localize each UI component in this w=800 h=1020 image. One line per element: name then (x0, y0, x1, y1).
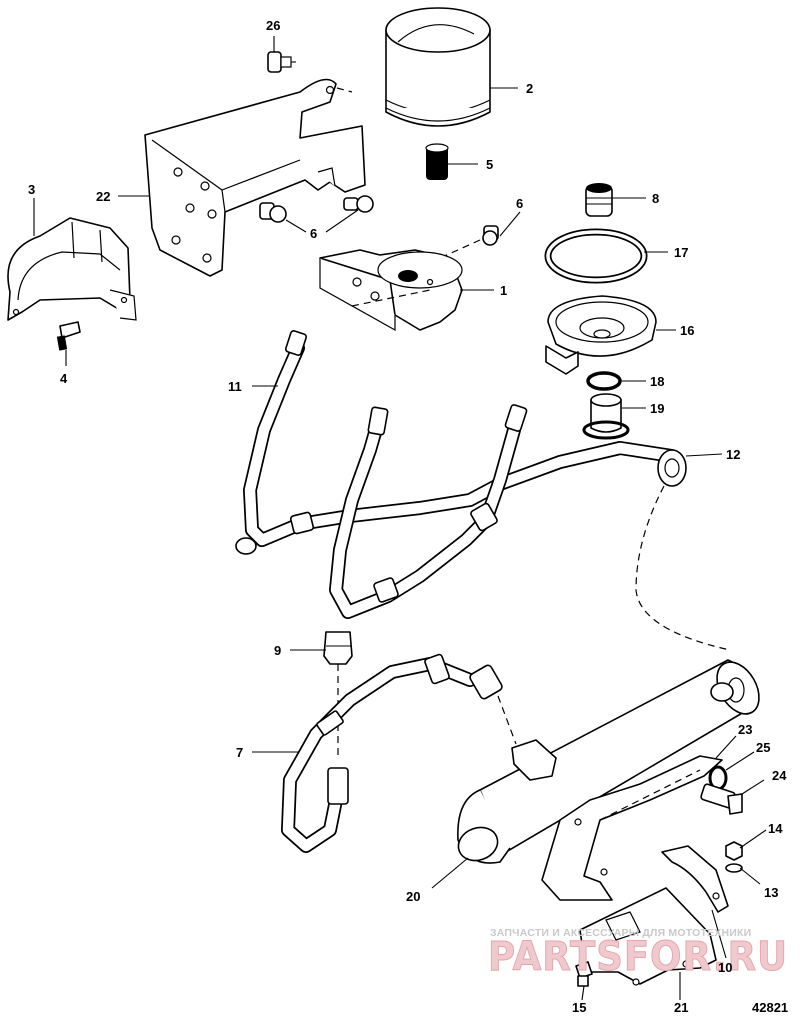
part-21-clamp-bottom (579, 887, 717, 986)
watermark: ЗАПЧАСТИ И АКСЕССУАРЫ ДЛЯ МОТОТЕХНИКИ PA… (488, 927, 788, 981)
part-23-bracket (541, 755, 723, 901)
callout-23: 23 (738, 722, 752, 737)
part-9-fitting (323, 631, 353, 665)
leader-lines (33, 36, 767, 1001)
callout-22: 22 (96, 189, 110, 204)
callout-19: 19 (650, 401, 664, 416)
callout-8: 8 (652, 191, 659, 206)
callout-6-left: 6 (310, 226, 317, 241)
part-3-clamp (7, 217, 137, 321)
watermark-brand: PARTSFOR.RU (488, 934, 788, 980)
figure-id: 42821 (752, 1000, 788, 1015)
part-4-screw (56, 321, 81, 351)
watermark-tagline: ЗАПЧАСТИ И АКСЕССУАРЫ ДЛЯ МОТОТЕХНИКИ (490, 927, 751, 939)
part-5-nipple (425, 143, 449, 180)
callout-6-right: 6 (516, 196, 523, 211)
callout-4: 4 (60, 371, 68, 386)
part-2-filter (385, 7, 491, 127)
callout-3: 3 (28, 182, 35, 197)
part-17-seal (544, 228, 648, 284)
callout-25: 25 (756, 740, 770, 755)
callout-13: 13 (764, 885, 778, 900)
part-22-bracket (144, 78, 366, 277)
callout-12: 12 (726, 447, 740, 462)
part-26-bolt (267, 51, 296, 73)
part-16-housing (545, 295, 657, 375)
part-19-fitting (582, 393, 630, 440)
callout-16: 16 (680, 323, 694, 338)
part-6-bolt-middle (343, 195, 374, 213)
callout-11: 11 (228, 379, 242, 394)
part-6-bolt-left (259, 202, 287, 223)
callout-17: 17 (674, 245, 688, 260)
part-7-hose (281, 653, 503, 853)
callout-2: 2 (526, 81, 533, 96)
part-1-mount (319, 249, 463, 332)
part-6-bolt-right (482, 225, 499, 246)
callout-1: 1 (500, 283, 507, 298)
part-11-hose (235, 330, 679, 555)
callout-7: 7 (236, 745, 243, 760)
callout-5: 5 (486, 157, 493, 172)
part-10-clamp-top (661, 845, 729, 913)
part-24-bolt (700, 783, 743, 815)
part-18-oring (586, 371, 622, 391)
callout-9: 9 (274, 643, 281, 658)
callout-18: 18 (650, 374, 664, 389)
part-15-screw (575, 961, 593, 987)
part-8-adapter (585, 183, 613, 217)
part-20-cooler (457, 659, 760, 864)
callout-24: 24 (772, 768, 787, 783)
callout-26: 26 (266, 18, 280, 33)
callout-15: 15 (572, 1000, 586, 1015)
callout-labels: 26 2 5 3 22 6 6 8 17 1 16 4 11 18 19 12 … (28, 18, 788, 1015)
callout-10: 10 (718, 960, 732, 975)
callout-14: 14 (768, 821, 783, 836)
part-12-hose (329, 404, 687, 619)
callout-21: 21 (674, 1000, 688, 1015)
part-14-nut (725, 841, 743, 861)
part-13-washer (725, 863, 743, 873)
callout-20: 20 (406, 889, 420, 904)
